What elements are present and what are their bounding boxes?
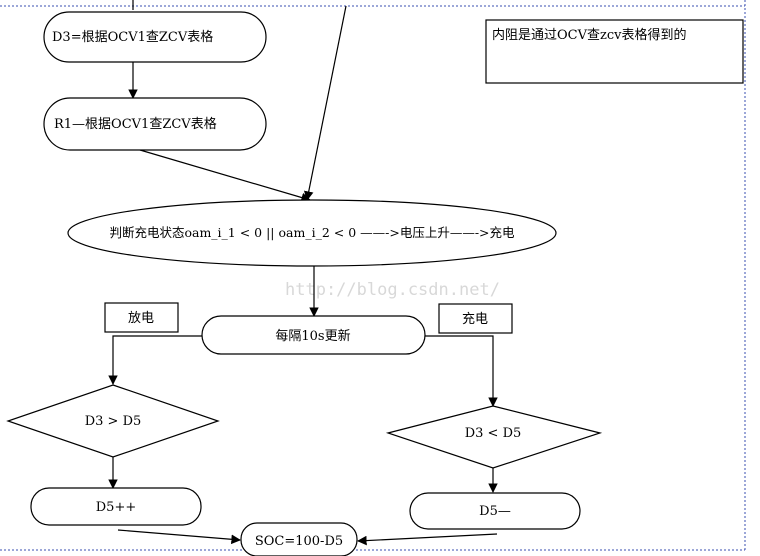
charge-box xyxy=(438,303,513,334)
decrement-label: D5— xyxy=(479,504,511,519)
increment-node xyxy=(30,487,202,526)
decrement-node xyxy=(409,492,581,530)
edge-dec-to-soc xyxy=(357,533,498,546)
r1-lookup-label: R1—根据OCV1查ZCV表格 xyxy=(54,116,217,132)
note-label: 内阻是通过OCV查zcv表格得到的 xyxy=(492,27,686,43)
discharge-condition-node xyxy=(6,384,220,458)
discharge-label: 放电 xyxy=(128,311,154,326)
charge-condition-node xyxy=(385,405,603,469)
watermark: http://blog.csdn.net/ xyxy=(285,280,500,300)
discharge-condition-label: D3 > D5 xyxy=(85,414,142,429)
edge-update-to-discharge xyxy=(108,335,202,385)
charge-state-node xyxy=(67,199,557,267)
d3-lookup-node xyxy=(43,11,267,63)
r1-lookup-node xyxy=(43,97,267,151)
charge-state-label: 判断充电状态oam_i_1 < 0 || oam_i_2 < 0 ——->电压上… xyxy=(109,225,515,240)
discharge-box xyxy=(104,302,179,333)
soc-label: SOC=100-D5 xyxy=(255,534,343,549)
update-node xyxy=(201,315,426,355)
edge-r1-to-charge xyxy=(139,149,311,203)
increment-label: D5++ xyxy=(96,500,136,515)
update-label: 每隔10s更新 xyxy=(275,328,350,344)
edge-top-to-charge xyxy=(303,5,347,201)
edge-update-to-charge-cond xyxy=(425,335,498,407)
charge-label: 充电 xyxy=(462,311,488,327)
soc-node xyxy=(240,522,358,556)
d3-lookup-label: D3=根据OCV1查ZCV表格 xyxy=(52,29,213,45)
edge-inc-to-soc xyxy=(117,529,241,545)
note-box xyxy=(485,19,744,84)
charge-condition-label: D3 < D5 xyxy=(465,426,522,441)
